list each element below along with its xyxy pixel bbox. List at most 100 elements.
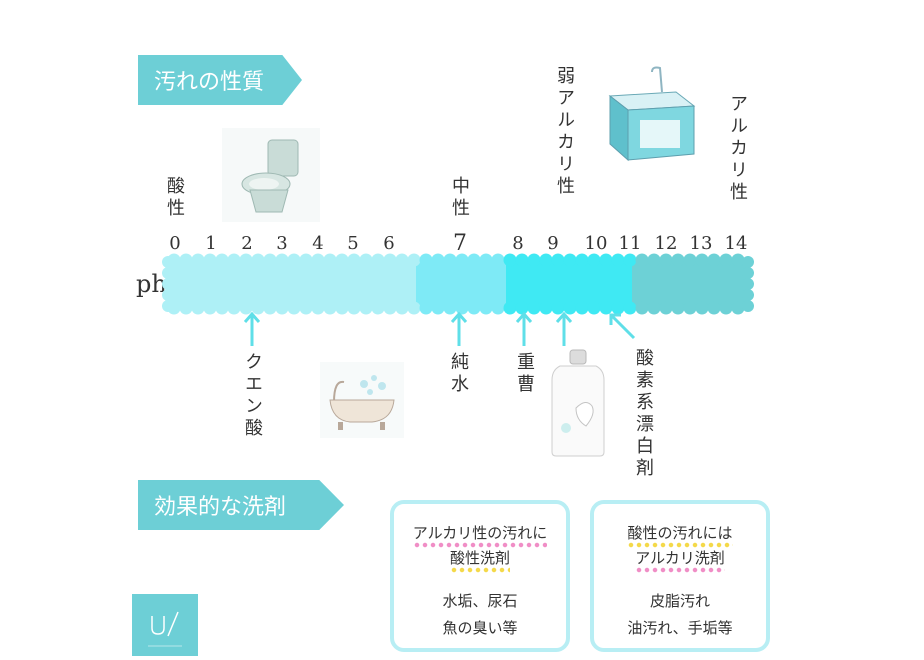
scale-scallop — [599, 253, 613, 267]
scale-scallop — [215, 253, 229, 267]
alkali-card-line1: 酸性の汚れには — [627, 524, 733, 548]
scale-scallop — [587, 301, 601, 315]
tick-9: 9 — [547, 233, 559, 254]
scale-scallop — [527, 253, 541, 267]
alkali-card-line1-wrap: 酸性の汚れには — [594, 522, 766, 548]
brand-logo-icon — [132, 594, 198, 656]
tick-4: 4 — [312, 233, 324, 254]
stain-nature-heading: 汚れの性質 — [138, 55, 302, 105]
effective-detergent-heading: 効果的な洗剤 — [138, 480, 344, 530]
scale-scallop — [503, 301, 517, 315]
tick-11: 11 — [618, 233, 642, 254]
scale-scallop — [431, 301, 445, 315]
scale-scallop — [191, 253, 205, 267]
scale-scallop — [299, 253, 313, 267]
scale-scallop — [695, 301, 709, 315]
scale-scallop — [227, 253, 241, 267]
scale-scallop — [551, 301, 565, 315]
scale-scallop — [575, 301, 589, 315]
scale-scallop — [599, 301, 613, 315]
scale-scallop — [239, 253, 253, 267]
alkali-card-line2-wrap: アルカリ洗剤 — [594, 547, 766, 573]
scale-scallop — [695, 253, 709, 267]
scale-scallop — [251, 253, 265, 267]
scale-scallop — [431, 253, 445, 267]
scale-scallop — [491, 253, 505, 267]
scale-scallop — [323, 301, 337, 315]
scale-scallop — [359, 301, 373, 315]
tick-8: 8 — [512, 233, 524, 254]
scale-scallop — [742, 267, 754, 279]
scale-scallop — [563, 253, 577, 267]
alkali-detergent-card: 酸性の汚れには アルカリ洗剤 皮脂汚れ 油汚れ、手垢等 — [590, 500, 770, 652]
neutral-segment — [416, 258, 506, 310]
tick-3: 3 — [276, 233, 288, 254]
scale-scallop — [383, 301, 397, 315]
scale-scallop — [347, 301, 361, 315]
arrow-oxygen-bleach — [609, 313, 636, 340]
acid-card-examples2: 魚の臭い等 — [442, 619, 518, 637]
baking-soda-label: 重曹 — [514, 352, 535, 396]
scale-scallop — [611, 301, 625, 315]
scale-scallop — [455, 253, 469, 267]
tick-13: 13 — [689, 233, 713, 254]
stain-nature-heading-text: 汚れの性質 — [154, 70, 265, 95]
scale-scallop — [742, 289, 754, 301]
acidic-label: 酸性 — [164, 176, 185, 220]
scale-scallop — [742, 300, 754, 312]
scale-scallop — [275, 253, 289, 267]
scale-scalloped-edges — [162, 253, 754, 315]
scale-scallop — [407, 253, 421, 267]
scale-scallop — [335, 253, 349, 267]
scale-scallop — [227, 301, 241, 315]
oxygen-bleach-label: 酸素系漂白剤 — [633, 348, 654, 480]
scale-scallop — [311, 301, 325, 315]
scale-scallop — [647, 253, 661, 267]
scale-scallop — [162, 278, 174, 290]
scale-scallop — [299, 301, 313, 315]
scale-scallop — [287, 301, 301, 315]
scale-scallop — [671, 253, 685, 267]
toilet-icon — [222, 128, 320, 222]
scale-scallop — [635, 301, 649, 315]
scale-scallop — [719, 301, 733, 315]
tick-14: 14 — [724, 233, 748, 254]
scale-scallop — [162, 267, 174, 279]
scale-scallop — [263, 253, 277, 267]
arrow-pure-water — [451, 312, 467, 346]
citric-acid-label: クエン酸 — [242, 352, 263, 440]
scale-scallop — [371, 253, 385, 267]
scale-scallop — [527, 301, 541, 315]
acid-card-line2-wrap: 酸性洗剤 — [394, 547, 566, 573]
scale-scallop — [347, 253, 361, 267]
scale-scallop — [419, 301, 433, 315]
tick-1: 1 — [205, 233, 217, 254]
scale-scallop — [731, 301, 745, 315]
scale-scallop — [671, 301, 685, 315]
acid-segment — [168, 258, 416, 310]
scale-scallop — [515, 253, 529, 267]
scale-scallop — [683, 301, 697, 315]
tick-10: 10 — [584, 233, 608, 254]
scale-scallop — [491, 301, 505, 315]
scale-scallop — [359, 253, 373, 267]
alkaline-label: アルカリ性 — [727, 94, 748, 204]
acid-detergent-card: アルカリ性の汚れに 酸性洗剤 水垢、尿石 魚の臭い等 — [390, 500, 570, 652]
arrow-baking-soda — [516, 312, 532, 346]
scale-scallop — [162, 256, 174, 268]
scale-scallop — [419, 253, 433, 267]
weak-alkaline-segment — [506, 258, 632, 310]
acid-card-line1-wrap: アルカリ性の汚れに — [394, 522, 566, 548]
weak-alkaline-label: 弱アルカリ性 — [554, 66, 575, 198]
alkali-card-examples2: 油汚れ、手垢等 — [627, 619, 733, 637]
scale-scallop — [731, 253, 745, 267]
scale-scallop — [563, 301, 577, 315]
scale-scallop — [443, 253, 457, 267]
scale-scallop — [515, 301, 529, 315]
neutral-label: 中性 — [449, 176, 470, 220]
bathtub-icon — [320, 362, 404, 438]
scale-scallop — [575, 253, 589, 267]
scale-scallop — [407, 301, 421, 315]
scale-scallop — [623, 301, 637, 315]
scale-scallop — [742, 256, 754, 268]
